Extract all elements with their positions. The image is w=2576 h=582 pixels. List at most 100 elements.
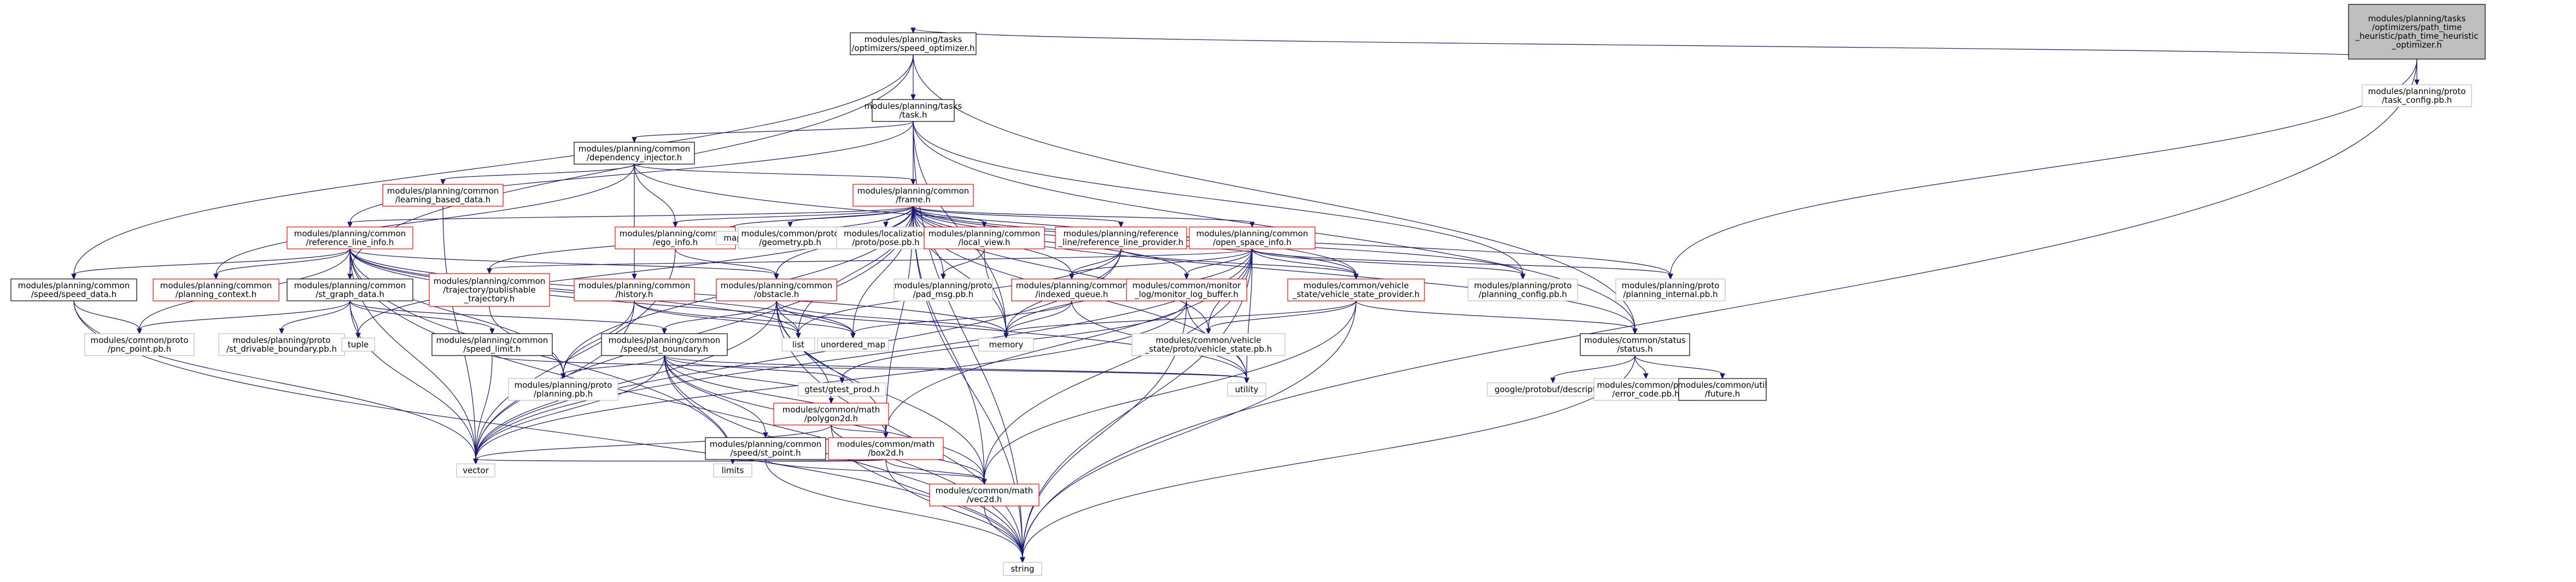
node-frame[interactable]: modules/planning/common/frame.h [852, 184, 974, 207]
edge-reference_line_info-to-speed_data [71, 248, 351, 280]
node-root[interactable]: modules/planning/tasks/optimizers/path_t… [2348, 4, 2486, 60]
edge-arrowhead [910, 94, 916, 101]
node-label-line: modules/planning/common [294, 229, 406, 238]
node-st-graph-data[interactable]: modules/planning/common/st_graph_data.h [287, 278, 413, 301]
node-label-line: modules/planning/common [1196, 229, 1309, 238]
edge-line [73, 300, 476, 460]
node-planning-context[interactable]: modules/planning/common/planning_context… [153, 278, 279, 301]
edge-task-to-dependency_injector [632, 121, 914, 143]
edge-line [913, 206, 1121, 223]
edge-arrowhead [941, 273, 946, 280]
edge-arrowhead [213, 273, 219, 280]
node-unordered-map: unordered_map [817, 337, 889, 352]
node-dependency-injector[interactable]: modules/planning/common/dependency_injec… [574, 142, 695, 165]
edge-st_boundary-to-planning_pb [560, 355, 665, 380]
node-limits: limits [713, 463, 752, 478]
edge-line [765, 459, 1023, 558]
node-reference-line-info[interactable]: modules/planning/common/reference_line_i… [287, 226, 413, 249]
node-label-line: /planning.pb.h [534, 389, 593, 399]
edge-line [913, 206, 1209, 330]
node-speed-point[interactable]: modules/planning/common/speed/st_point.h [705, 437, 826, 460]
edge-line [349, 300, 665, 330]
node-label-line: /speed_limit.h [463, 344, 521, 354]
edge-arrowhead [828, 398, 834, 404]
node-status[interactable]: modules/common/status/status.h [1580, 333, 1690, 356]
node-publishable-trajectory[interactable]: modules/planning/common/trajectory/publi… [429, 273, 550, 307]
node-box2d[interactable]: modules/common/math/box2d.h [828, 437, 944, 460]
edge-indexed_queue-to-memory [1003, 300, 1072, 339]
node-obstacle[interactable]: modules/planning/common/obstacle.h [716, 278, 837, 301]
edge-arrowhead [279, 328, 284, 335]
node-box [1055, 226, 1187, 249]
edge-arrowhead [662, 328, 667, 335]
node-label-line: /trajectory/publishable [443, 285, 535, 295]
edge-dependency_injector-to-learning_based_data [440, 164, 635, 185]
edge-st_graph_data-to-st_drivable_boundary_pb [279, 300, 351, 335]
edge-line [1006, 300, 1072, 334]
edge-arrowhead [787, 222, 793, 228]
node-open-space-info[interactable]: modules/planning/common/open_space_info.… [1189, 226, 1316, 249]
edge-line [913, 206, 985, 480]
edge-open_space_info-to-indexed_queue [1069, 248, 1253, 280]
edge-line [913, 206, 1253, 223]
node-label-line: /frame.h [896, 195, 931, 205]
node-label-line: _line/reference_line_provider.h [1058, 237, 1184, 248]
node-box [713, 463, 752, 478]
node-log-buffer[interactable]: modules/common/monitor_log/monitor_log_b… [1126, 278, 1247, 301]
node-planning-config-pb: modules/planning/proto/planning_config.p… [1468, 278, 1578, 301]
node-learning-based-data[interactable]: modules/planning/common/learning_based_d… [382, 184, 504, 207]
node-speed-optimizer[interactable]: modules/planning/tasks/optimizers/speed_… [850, 32, 977, 55]
node-speed-limit[interactable]: modules/planning/common/speed_limit.h [431, 333, 553, 356]
node-box [1011, 278, 1132, 301]
node-st-boundary[interactable]: modules/planning/common/speed/st_boundar… [601, 333, 728, 356]
nodes-layer: modules/planning/tasks/optimizers/path_t… [10, 4, 2486, 576]
edge-frame-to-reference_line_provider [913, 206, 1124, 228]
edge-line [776, 300, 854, 334]
node-label-line: /speed/st_boundary.h [621, 344, 708, 354]
node-history[interactable]: modules/planning/common/history.h [574, 278, 695, 301]
edge-speed_data-to-pnc_point_pb [73, 300, 142, 335]
node-label-line: modules/planning/common [857, 186, 969, 196]
node-box [1126, 278, 1247, 301]
edge-status-to-error_code_pb [1634, 355, 1649, 380]
edge-box2d-to-string [885, 459, 1025, 563]
node-box [872, 99, 955, 122]
node-speed-data[interactable]: modules/planning/common/speed/speed_data… [10, 278, 137, 301]
edge-arrowhead [487, 268, 492, 275]
node-label-line: list [792, 340, 804, 350]
node-planning-internal-pb: modules/planning/proto/planning_internal… [1615, 278, 1726, 301]
node-label-line: map [723, 233, 741, 243]
node-task[interactable]: modules/planning/tasks/task.h [864, 99, 962, 122]
node-polygon2d[interactable]: modules/common/math/polygon2d.h [773, 403, 889, 426]
node-label-line: modules/common/math [782, 405, 880, 415]
edge-line [913, 121, 1523, 275]
edge-speed_optimizer-to-task [910, 54, 916, 101]
edge-arrowhead [796, 333, 801, 339]
node-label-line: /optimizers/path_time [2372, 22, 2462, 33]
edge-line [73, 54, 914, 275]
edge-line [1356, 300, 1635, 330]
edge-vec2d-to-string [984, 505, 1025, 563]
node-local-view[interactable]: modules/planning/common/local_view.h [924, 226, 1045, 249]
edge-task-to-planning_config_pb [913, 121, 1526, 280]
node-label-line: /optimizers/speed_optimizer.h [851, 43, 974, 54]
node-vehicle-state-provider[interactable]: modules/common/vehicle_state/vehicle_sta… [1287, 278, 1425, 301]
node-label-line: modules/planning/proto [1474, 281, 1572, 290]
node-box [218, 333, 345, 356]
edge-open_space_info-to-log_buffer [1184, 248, 1253, 280]
node-box [893, 278, 993, 301]
node-indexed-queue[interactable]: modules/planning/common/indexed_queue.h [1011, 278, 1132, 301]
node-label-line: /proto/pose.pb.h [852, 237, 920, 247]
node-label-line: /future.h [1705, 389, 1740, 399]
node-reference-line-provider[interactable]: modules/planning/reference_line/referenc… [1055, 226, 1187, 249]
node-vec2d[interactable]: modules/common/math/vec2d.h [929, 484, 1039, 507]
node-label-line: modules/planning/proto [2368, 86, 2466, 96]
edge-line [885, 459, 985, 480]
node-label-line: modules/common/proto [741, 229, 839, 238]
node-label-line: modules/common/math [837, 439, 935, 449]
node-future[interactable]: modules/common/util/future.h [1678, 378, 1767, 401]
edge-line [349, 248, 777, 275]
node-gtest-prod: gtest/gtest_prod.h [798, 382, 886, 397]
node-label-line: _optimizer.h [2391, 40, 2441, 50]
